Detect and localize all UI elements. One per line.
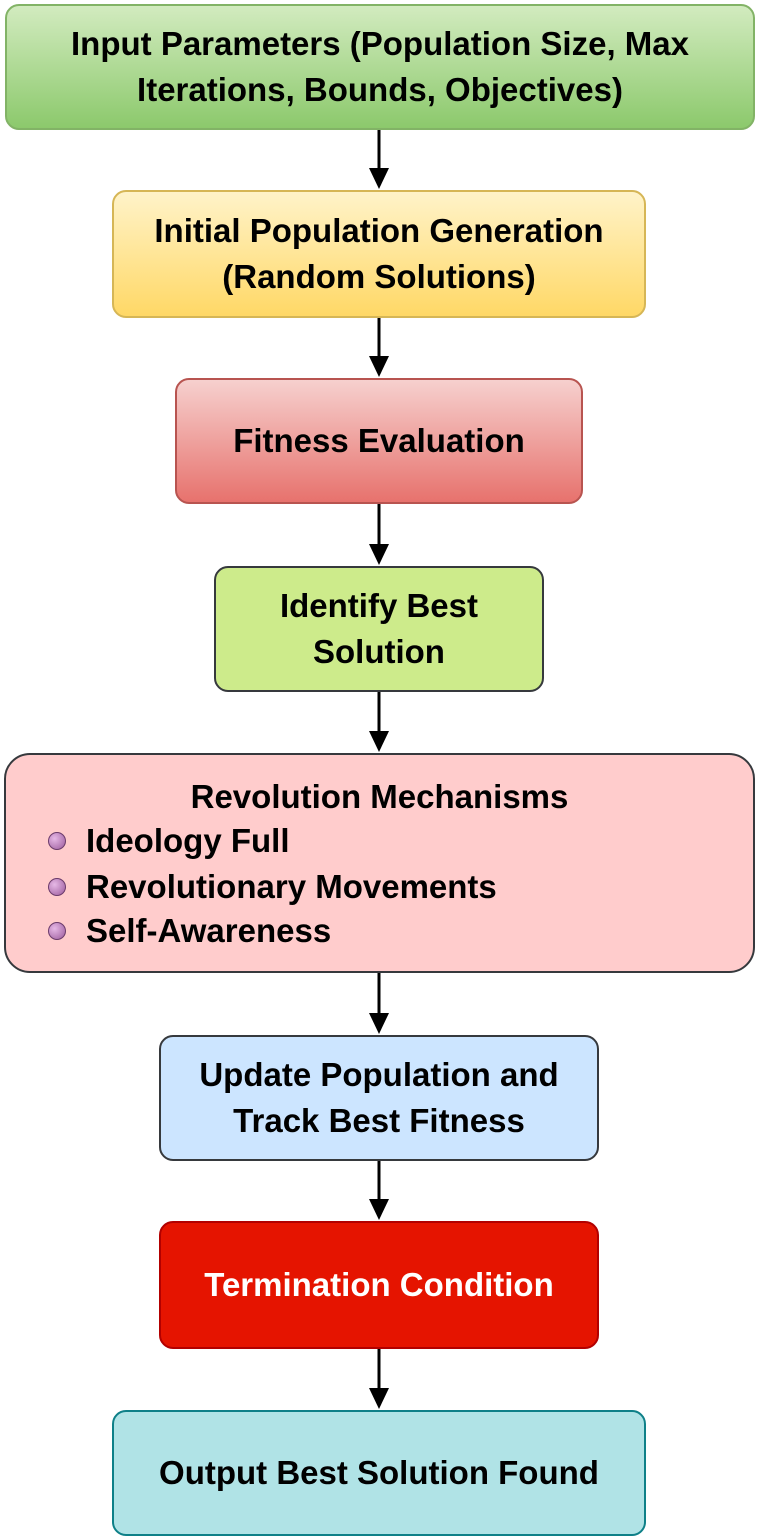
output-best-solution-box: Output Best Solution Found bbox=[112, 1410, 646, 1536]
mechanism-item: Self-Awareness bbox=[48, 909, 331, 953]
arrowhead-2 bbox=[369, 356, 389, 377]
mechanism-label: Ideology Full bbox=[86, 822, 290, 859]
initial-population-line1: Initial Population Generation bbox=[154, 212, 604, 249]
identify-best-line2: Solution bbox=[313, 633, 445, 670]
input-parameters-line2: Iterations, Bounds, Objectives) bbox=[137, 71, 623, 108]
identify-best-solution-box: Identify Best Solution bbox=[214, 566, 544, 692]
identify-best-line1: Identify Best bbox=[279, 587, 479, 624]
initial-population-box: Initial Population Generation (Random So… bbox=[112, 190, 646, 318]
fitness-evaluation-label: Fitness Evaluation bbox=[233, 422, 525, 459]
mechanism-item: Ideology Full bbox=[48, 819, 290, 863]
arrowhead-1 bbox=[369, 168, 389, 189]
initial-population-line2: (Random Solutions) bbox=[222, 258, 536, 295]
termination-condition-box: Termination Condition bbox=[159, 1221, 599, 1349]
revolution-mechanisms-box: Revolution Mechanisms Ideology Full Revo… bbox=[4, 753, 755, 973]
input-parameters-box: Input Parameters (Population Size, Max I… bbox=[5, 4, 755, 130]
mechanism-item: Revolutionary Movements bbox=[48, 865, 497, 909]
output-best-solution-label: Output Best Solution Found bbox=[159, 1454, 599, 1491]
arrowhead-3 bbox=[369, 544, 389, 565]
arrowhead-7 bbox=[369, 1388, 389, 1409]
arrowhead-5 bbox=[369, 1013, 389, 1034]
mechanism-label: Self-Awareness bbox=[86, 912, 332, 949]
update-population-line1: Update Population and bbox=[199, 1056, 559, 1093]
bullet-icon bbox=[48, 878, 66, 896]
fitness-evaluation-box: Fitness Evaluation bbox=[175, 378, 583, 504]
bullet-icon bbox=[48, 832, 66, 850]
arrowhead-6 bbox=[369, 1199, 389, 1220]
bullet-icon bbox=[48, 922, 66, 940]
revolution-mechanisms-title: Revolution Mechanisms bbox=[190, 778, 569, 815]
mechanism-label: Revolutionary Movements bbox=[86, 868, 497, 905]
arrowhead-4 bbox=[369, 731, 389, 752]
update-population-line2: Track Best Fitness bbox=[233, 1102, 525, 1139]
input-parameters-line1: Input Parameters (Population Size, Max bbox=[71, 25, 689, 62]
termination-condition-label: Termination Condition bbox=[204, 1266, 554, 1303]
update-population-box: Update Population and Track Best Fitness bbox=[159, 1035, 599, 1161]
